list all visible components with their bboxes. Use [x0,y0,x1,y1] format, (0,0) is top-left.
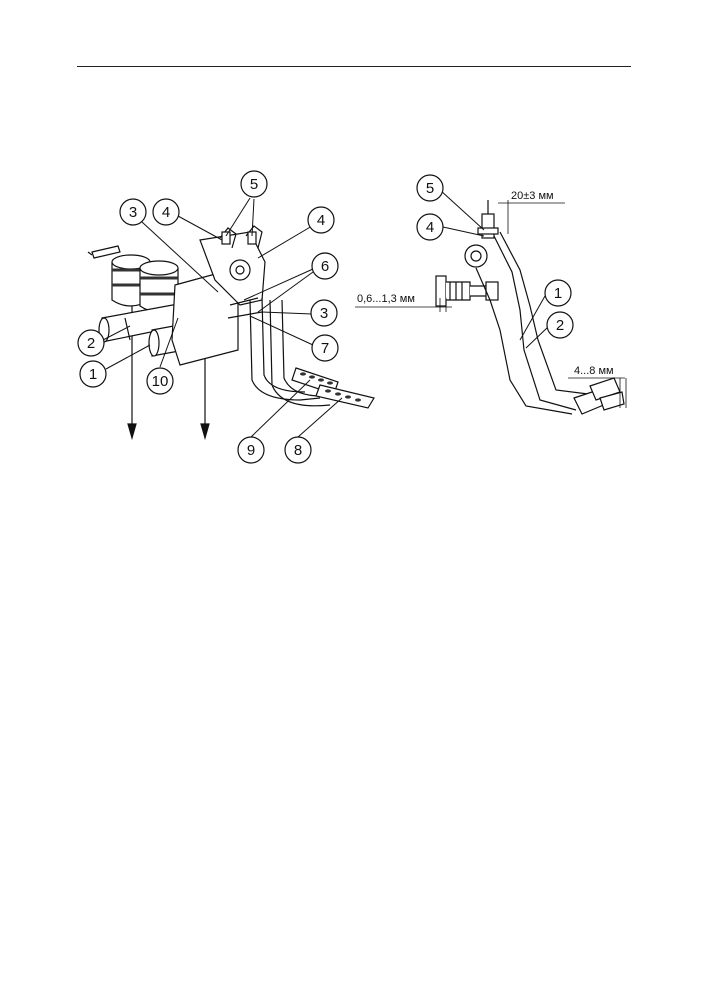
callout-bubble: 5 [416,174,444,202]
arrow-down-icon [200,423,210,441]
pedal-pads [291,367,375,409]
callout-label: 2 [556,317,564,334]
callout-label: 3 [320,305,328,322]
header-rule [77,66,631,67]
callout-label: 4 [317,212,325,229]
stop-light-switch [435,275,499,307]
callout-bubble: 1 [544,279,572,307]
dimension-lines [355,200,627,408]
callout-label: 2 [87,335,95,352]
pushrod [227,311,263,319]
left-callouts: 2 1 3 4 5 4 6 [77,170,339,464]
right-callouts: 5 4 1 2 [416,174,574,339]
callout-bubble: 7 [311,334,339,362]
callout-bubble: 10 [146,367,174,395]
callout-bubble: 4 [307,206,335,234]
callout-bubble: 4 [152,198,180,226]
callout-label: 7 [321,340,329,357]
callout-bubble: 4 [416,213,444,241]
callout-bubble: 5 [240,170,268,198]
callout-bubble: 1 [79,360,107,388]
callout-bubble: 2 [546,311,574,339]
callout-label: 6 [321,258,329,275]
stop-bolt [477,200,499,239]
callout-label: 1 [89,366,97,383]
dimension-label-free-play: 4...8 мм [574,365,614,377]
left-figure [87,197,375,441]
callout-label: 5 [250,176,258,193]
pedal-pads [573,377,625,415]
right-figure [355,189,627,415]
pedal-pivot [464,244,488,268]
callout-label: 10 [152,373,169,390]
arrow-down-icon [127,423,137,441]
callout-label: 4 [162,204,170,221]
pedal-pivot-hole [470,250,482,262]
callout-bubble: 2 [77,329,105,357]
callout-label: 3 [129,204,137,221]
callout-bubble: 9 [237,436,265,464]
callout-label: 9 [247,442,255,459]
callout-label: 1 [554,285,562,302]
dimension-label-switch: 0,6...1,3 мм [357,293,415,305]
callout-bubble: 6 [311,252,339,280]
callout-bubble: 3 [310,299,338,327]
callout-bubble: 8 [284,436,312,464]
callout-label: 5 [426,180,434,197]
callout-label: 8 [294,442,302,459]
left-leader-lines [102,197,343,438]
pushrod [229,297,259,306]
dimension-label-pushrod: 20±3 мм [511,190,554,202]
reservoir-hose [91,245,121,259]
callout-label: 4 [426,219,434,236]
pedal-bracket [171,225,266,366]
right-leader-lines [439,189,549,349]
callout-bubble: 3 [119,198,147,226]
pedal-arms [475,231,589,415]
fluid-reservoirs [111,254,179,313]
